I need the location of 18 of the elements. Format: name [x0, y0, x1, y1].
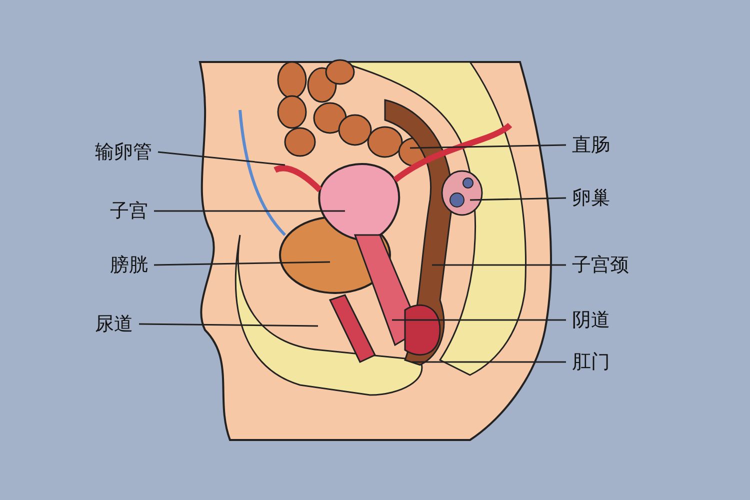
part-label: 肛门	[572, 351, 610, 373]
leader-line	[154, 210, 345, 212]
part-label: 卵巢	[572, 187, 610, 209]
leader-line	[154, 261, 330, 266]
part-label: 膀胱	[110, 254, 148, 276]
leader-line	[392, 319, 566, 321]
part-label: 输卵管	[95, 141, 152, 163]
leader-line	[432, 264, 566, 266]
part-label: 子宫颈	[572, 254, 629, 276]
part-label: 阴道	[572, 309, 610, 331]
leader-line	[410, 144, 566, 149]
leader-line	[412, 361, 566, 363]
leader-line	[158, 151, 286, 166]
leader-line	[470, 197, 566, 201]
part-label: 子宫	[110, 200, 148, 222]
part-label: 尿道	[95, 313, 133, 335]
leader-line	[139, 323, 318, 327]
part-label: 直肠	[572, 134, 610, 156]
